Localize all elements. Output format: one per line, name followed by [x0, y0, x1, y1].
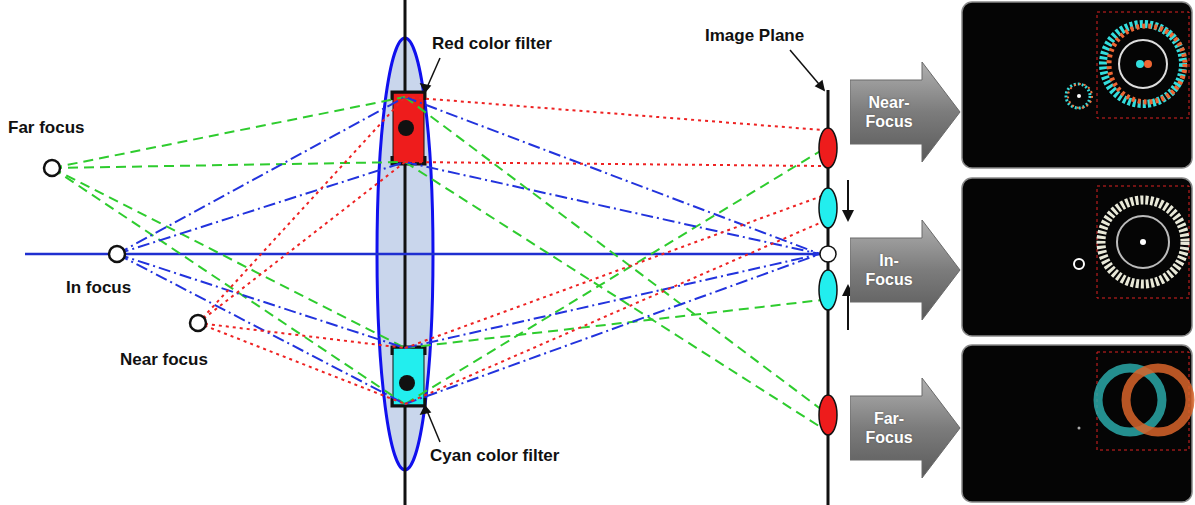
far-rays-part — [52, 97, 405, 168]
label: Image Plane — [705, 26, 804, 46]
photo-panels-part — [1136, 60, 1144, 68]
in-focus-rays-part — [405, 254, 820, 348]
image-plane-part — [819, 395, 837, 435]
arrow-label: In- Focus — [856, 251, 922, 289]
in-focus-rays-part — [117, 254, 405, 348]
photo-panels-part — [1117, 216, 1169, 268]
cyan-filter-part — [399, 375, 415, 391]
photo-panels-part — [1126, 368, 1190, 432]
photo-panels-part — [1077, 94, 1081, 98]
photo-panels — [962, 2, 1192, 502]
leader-lines — [421, 50, 824, 442]
red-filter-part — [398, 120, 414, 136]
far-rays — [52, 97, 822, 428]
near-rays-part — [405, 162, 822, 166]
far-rays-part — [405, 150, 822, 404]
arrow-outline — [850, 378, 960, 478]
leader-lines-part — [816, 81, 824, 90]
in-focus-rays-part — [117, 254, 405, 404]
arrow-label: Near- Focus — [856, 93, 922, 131]
arrow-outline — [850, 62, 960, 162]
in-focus-rays-part — [405, 162, 820, 254]
shift-arrows-part — [847, 294, 849, 330]
arrow-shape: In- Focus — [850, 220, 962, 320]
arrow-label: Far- Focus — [856, 409, 922, 447]
photo-panels-part — [1109, 26, 1185, 102]
arrow-outline — [850, 62, 962, 162]
label: Near focus — [120, 350, 208, 370]
in-focus-rays-part — [117, 162, 405, 254]
in-focus-rays-part — [405, 97, 820, 254]
leader-lines-part — [421, 406, 430, 414]
optical-axis — [25, 254, 822, 255]
object-points — [44, 160, 206, 331]
photo-panels-part — [1068, 84, 1092, 108]
arrow-shape: Near- Focus — [850, 62, 962, 162]
in-focus-rays-part — [117, 97, 405, 254]
near-rays — [198, 97, 822, 404]
near-rays-part — [198, 97, 405, 323]
far-rays-part — [405, 300, 822, 348]
shift-arrows-part — [842, 210, 854, 222]
photo-panels-part — [1066, 84, 1090, 108]
photo-panels-part — [962, 178, 1192, 336]
photo-panels-part — [1119, 40, 1167, 88]
label: Cyan color filter — [430, 446, 559, 466]
image-plane-part — [819, 188, 837, 228]
photo-panels-part — [1078, 427, 1081, 430]
photo-panels-part — [962, 2, 1192, 168]
object-points-part — [44, 160, 60, 176]
near-rays-part — [405, 97, 822, 130]
far-rays-part — [52, 168, 405, 348]
object-points-part — [190, 315, 206, 331]
photo-panels-part — [962, 345, 1192, 502]
arrow-outline — [850, 220, 960, 320]
leader-lines-part — [790, 50, 824, 90]
image-plane-part — [819, 270, 837, 310]
in-focus-rays — [117, 97, 820, 404]
near-rays-part — [405, 222, 822, 404]
optical-axis-part — [25, 253, 822, 256]
photo-panels-part — [1101, 200, 1185, 284]
near-rays-part — [198, 323, 405, 348]
photo-panels-part — [1144, 60, 1152, 68]
image-plane-part — [819, 128, 837, 168]
far-rays-part — [405, 97, 822, 410]
photo-panels-part — [1097, 186, 1189, 298]
photo-panels-part — [1140, 239, 1146, 245]
leader-lines-part — [421, 84, 430, 92]
photo-panels-part — [1097, 352, 1189, 450]
lens — [377, 0, 433, 505]
red-filter-part — [393, 93, 424, 163]
shift-arrows-part — [847, 180, 849, 212]
arrow-shape: Far- Focus — [850, 378, 962, 478]
near-rays-part — [405, 196, 822, 348]
far-rays-part — [52, 162, 405, 168]
near-rays-part — [198, 323, 405, 404]
near-rays-part — [198, 162, 405, 323]
arrow-outline — [850, 220, 962, 320]
lens-part — [404, 0, 407, 505]
photo-panels-part — [1074, 259, 1084, 269]
in-focus-rays-part — [405, 254, 820, 404]
object-points-part — [109, 246, 125, 262]
cyan-filter-part — [393, 348, 424, 405]
label: In focus — [66, 278, 131, 298]
image-plane — [819, 90, 837, 505]
photo-panels-part — [1097, 12, 1189, 118]
label: Red color filter — [432, 34, 552, 54]
arrow-outline — [850, 378, 962, 478]
far-rays-part — [405, 162, 822, 428]
label: Far focus — [8, 118, 85, 138]
image-plane-part — [820, 246, 836, 262]
far-rays-part — [52, 168, 405, 404]
